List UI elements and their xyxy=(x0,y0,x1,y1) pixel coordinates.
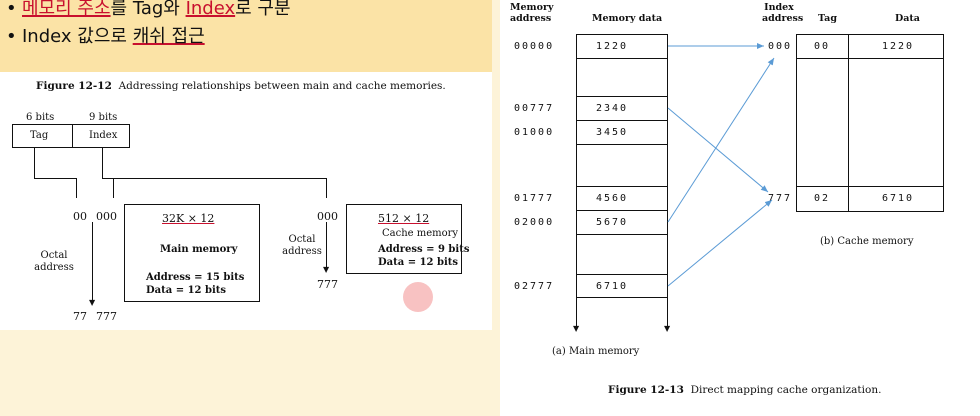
main-addr-01000: 01000 xyxy=(514,127,555,138)
cache-data-000: 1220 xyxy=(882,41,915,52)
index-text: Index xyxy=(185,0,236,19)
main-data-02777: 6710 xyxy=(596,281,629,292)
main-data-01000: 3450 xyxy=(596,127,629,138)
main-data-01777: 4560 xyxy=(596,193,629,204)
mapping-arrows xyxy=(667,43,775,287)
figure-12-13-caption: Figure 12-13 Direct mapping cache organi… xyxy=(608,384,882,396)
cache-index-000: 000 xyxy=(768,41,793,52)
index-field: Index xyxy=(89,130,118,141)
index-bits-label: 9 bits xyxy=(89,112,118,123)
main-end-index: 777 xyxy=(96,310,117,323)
main-addr-00777: 00777 xyxy=(514,103,555,114)
bullet-panel: •메모리 주소를 Tag와 Index로 구분 •Index 값으로 캐쉬 접근 xyxy=(0,0,492,72)
main-data-00000: 1220 xyxy=(596,41,629,52)
cache-memory-table xyxy=(796,34,944,212)
cache-start-index: 000 xyxy=(317,210,338,223)
arrow-02000-to-000 xyxy=(667,57,775,223)
memory-address-header: Memory address xyxy=(510,2,554,24)
main-memory-box xyxy=(124,204,260,302)
cache-data-bits: Data = 12 bits xyxy=(378,257,459,268)
arrow-00777-to-777 xyxy=(667,107,769,193)
cache-memory-box xyxy=(346,204,462,274)
cache-access-text: 캐쉬 접근 xyxy=(132,26,205,47)
figure-12-12: Figure 12-12 Addressing relationships be… xyxy=(0,72,492,330)
cache-data-777: 6710 xyxy=(882,193,915,204)
main-memory-size: 32K × 12 xyxy=(162,212,215,225)
cache-end-index: 777 xyxy=(317,278,338,291)
octal-address-label-right: Octal address xyxy=(282,234,322,257)
figure-12-13: Memory address Memory data 00000 1220 00… xyxy=(500,0,980,416)
main-data-00777: 2340 xyxy=(596,103,629,114)
bullet-line-1: •메모리 주소를 Tag와 Index로 구분 xyxy=(6,0,291,19)
main-memory-caption: (a) Main memory xyxy=(552,346,640,357)
data-header: Data xyxy=(895,13,920,24)
main-memory-table xyxy=(576,34,668,298)
main-start-index: 000 xyxy=(96,210,117,223)
main-addr-01777: 01777 xyxy=(514,193,555,204)
bullet-line-2: •Index 값으로 캐쉬 접근 xyxy=(6,26,205,47)
main-addr-02000: 02000 xyxy=(514,217,555,228)
address-format-box xyxy=(12,124,130,148)
memory-data-header: Memory data xyxy=(592,13,663,24)
cache-index-777: 777 xyxy=(768,193,793,204)
cache-memory-size: 512 × 12 xyxy=(378,212,430,225)
cache-memory-title: Cache memory xyxy=(382,228,459,239)
tag-bits-label: 6 bits xyxy=(26,112,55,123)
cache-memory-caption: (b) Cache memory xyxy=(820,236,914,247)
main-start-tag: 00 xyxy=(73,210,87,223)
main-addr-00000: 00000 xyxy=(514,41,555,52)
cache-tag-777: 02 xyxy=(814,193,831,204)
arrow-02777-to-777 xyxy=(667,199,773,287)
main-end-tag: 77 xyxy=(73,310,87,323)
main-data-02000: 5670 xyxy=(596,217,629,228)
main-memory-title: Main memory xyxy=(160,244,238,255)
tag-header: Tag xyxy=(818,13,837,24)
tag-field: Tag xyxy=(30,130,49,141)
pointer-highlight xyxy=(403,282,433,312)
cache-address-bits: Address = 9 bits xyxy=(378,244,470,255)
cache-tag-000: 00 xyxy=(814,41,831,52)
memory-address-text: 메모리 주소 xyxy=(22,0,111,19)
main-address-bits: Address = 15 bits xyxy=(146,272,245,283)
main-data-bits: Data = 12 bits xyxy=(146,285,227,296)
main-addr-02777: 02777 xyxy=(514,281,555,292)
figure-12-12-caption: Figure 12-12 Addressing relationships be… xyxy=(36,80,446,92)
octal-address-label-left: Octal address xyxy=(34,250,74,273)
index-address-header: Index address xyxy=(762,2,804,24)
